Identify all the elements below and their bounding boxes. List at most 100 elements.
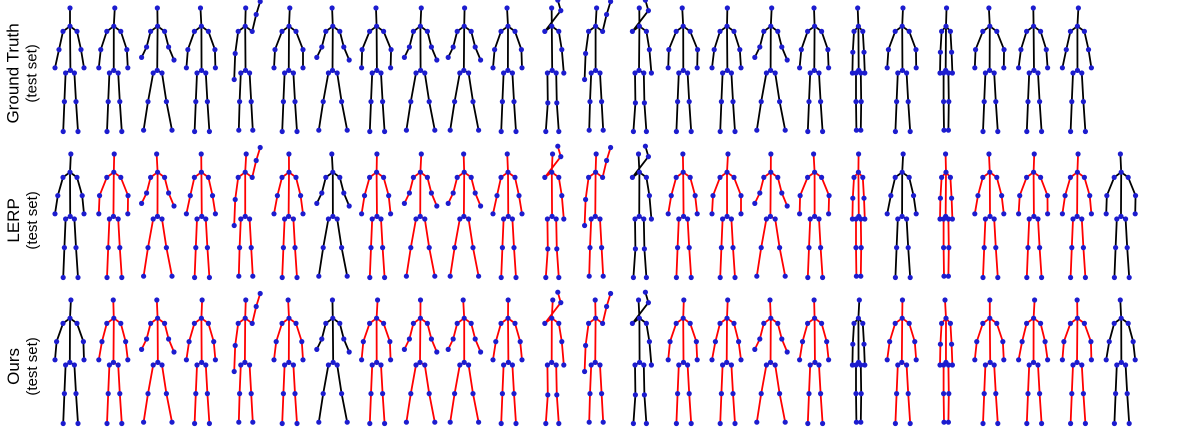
skeleton-bone [589, 248, 590, 277]
skeleton-joint [370, 362, 375, 367]
skeleton-joint [600, 175, 605, 180]
skeleton-joint [203, 70, 208, 75]
skeleton-joint [513, 275, 518, 280]
skeleton-joint [281, 245, 286, 250]
skeleton-bone [1083, 102, 1085, 132]
skeleton-bone [501, 394, 502, 424]
skeleton-bone [515, 177, 519, 195]
skeleton-joint [250, 128, 255, 133]
skeleton-bone [63, 248, 64, 278]
skeleton-bone [908, 102, 910, 132]
skeleton-joint [78, 47, 83, 52]
skeleton-bone [277, 177, 282, 195]
skeleton-bone [235, 31, 238, 53]
skeleton-joint [709, 357, 714, 362]
skeleton-bone [384, 323, 390, 341]
skeleton-bone [342, 248, 348, 277]
skeleton-joint [908, 275, 913, 280]
skeleton-joint [994, 321, 999, 326]
skeleton-joint [861, 342, 866, 347]
skeleton-joint [601, 420, 606, 425]
skeleton-joint [282, 70, 287, 75]
skeleton-joint [593, 68, 598, 73]
skeleton-bone [1041, 31, 1047, 49]
skeleton-joint [695, 357, 700, 362]
skeleton-joint [501, 362, 506, 367]
skeleton-bone [546, 395, 548, 424]
skeleton-bone [250, 73, 252, 102]
skeleton-joint [124, 47, 129, 52]
skeleton-bone [1127, 394, 1129, 424]
skeleton-joint [601, 274, 606, 279]
skeleton-joint [192, 129, 197, 134]
skeleton-joint [98, 47, 103, 52]
skeleton-joint [422, 362, 427, 367]
skeleton-joint [687, 391, 692, 396]
skeleton-joint [941, 362, 946, 367]
skeleton-bone [502, 73, 503, 102]
skeleton-joint [559, 47, 564, 52]
skeleton-figure [1016, 151, 1050, 280]
skeleton-joint [249, 245, 254, 250]
skeleton-joint [519, 211, 524, 216]
skeleton-figure [1060, 5, 1094, 134]
skeleton-joint [676, 216, 681, 221]
skeleton-bone [82, 196, 84, 214]
skeleton-joint [1027, 216, 1032, 221]
skeleton-joint [123, 339, 128, 344]
skeleton-joint [586, 175, 591, 180]
skeleton-joint [457, 216, 462, 221]
skeleton-joint [104, 129, 109, 134]
skeleton-joint [171, 203, 176, 208]
skeleton-bone [64, 365, 65, 394]
skeleton-bone [907, 73, 909, 102]
skeleton-joint [144, 44, 149, 49]
skeleton-joint [207, 275, 212, 280]
skeleton-bone [245, 154, 246, 172]
skeleton-joint [314, 55, 319, 60]
skeleton-bone [775, 219, 779, 248]
skeleton-bone [121, 177, 128, 195]
skeleton-bone [814, 154, 815, 172]
skeleton-bone [384, 177, 389, 195]
skeleton-joint [886, 47, 891, 52]
skeleton-joint [500, 391, 505, 396]
skeleton-figure [630, 0, 654, 134]
skeleton-bone [455, 365, 460, 394]
skeleton-bone [994, 73, 996, 102]
skeleton-joint [593, 24, 598, 29]
skeleton-joint [359, 357, 364, 362]
skeleton-bone [590, 73, 591, 102]
skeleton-joint [1075, 316, 1080, 321]
skeleton-bone [897, 219, 898, 248]
skeleton-joint [631, 275, 636, 280]
skeleton-joint [806, 391, 811, 396]
skeleton-bone [853, 31, 854, 52]
skeleton-bone [715, 323, 720, 341]
skeleton-joint [243, 214, 248, 219]
skeleton-joint [724, 316, 729, 321]
skeleton-joint [556, 29, 561, 34]
skeleton-joint [451, 190, 456, 195]
skeleton-joint [330, 5, 335, 10]
skeleton-bone [996, 102, 998, 132]
skeleton-bone [208, 177, 212, 195]
skeleton-bone [55, 50, 59, 68]
skeleton-joint [906, 245, 911, 250]
skeleton-bone [562, 342, 564, 365]
skeleton-figure [271, 5, 305, 134]
skeleton-joint [418, 24, 423, 29]
skeleton-joint [853, 70, 858, 75]
skeleton-joint [321, 391, 326, 396]
skeleton-joint [381, 321, 386, 326]
skeleton-joint [1070, 216, 1075, 221]
skeleton-joint [345, 274, 350, 279]
skeleton-joint [730, 245, 735, 250]
skeleton-bone [586, 31, 589, 53]
skeleton-bone [1062, 196, 1065, 214]
skeleton-joint [604, 12, 609, 17]
skeleton-joint [413, 362, 418, 367]
skeleton-joint [125, 211, 130, 216]
skeleton-joint [1069, 245, 1074, 250]
skeleton-joint [806, 245, 811, 250]
